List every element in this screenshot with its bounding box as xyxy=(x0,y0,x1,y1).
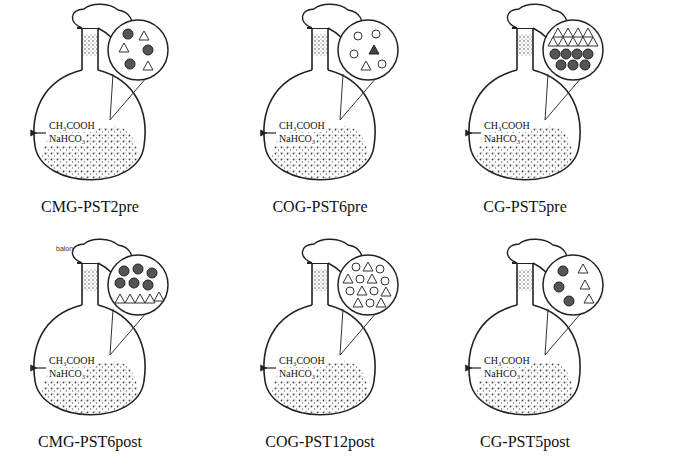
drawing-part xyxy=(145,294,155,303)
flask-panel xyxy=(469,4,603,180)
drawing-part xyxy=(550,49,560,59)
drawing-part xyxy=(125,59,135,69)
drawing-part xyxy=(588,37,598,46)
drawing-part xyxy=(119,266,129,276)
drawing-part xyxy=(366,299,374,307)
drawing-part xyxy=(264,239,398,415)
sample-caption: CMG-PST2pre xyxy=(10,198,170,216)
drawing-part xyxy=(381,277,389,285)
drawing-part xyxy=(584,294,594,303)
drawing-part xyxy=(147,268,157,278)
reagent-label: CH₃COOH xyxy=(278,120,326,132)
reagent-label: CH₃COOH xyxy=(483,355,531,367)
drawing-part xyxy=(125,294,135,303)
reagent-label: NaHCO₃ xyxy=(483,133,521,145)
drawing-part xyxy=(548,37,558,46)
flask-panel xyxy=(264,4,398,180)
reagent-label: NaHCO₃ xyxy=(278,133,316,145)
drawing-part xyxy=(350,30,386,70)
drawing-part xyxy=(133,264,143,274)
drawing-part xyxy=(554,264,594,306)
drawing-part xyxy=(469,4,603,180)
drawing-part xyxy=(556,60,566,70)
drawing-part xyxy=(563,28,573,37)
drawing-part xyxy=(376,298,386,307)
sample-caption: COG-PST6pre xyxy=(240,198,400,216)
drawing-part xyxy=(381,287,391,296)
drawing-part xyxy=(350,50,358,58)
drawing-part xyxy=(129,278,139,288)
drawing-part xyxy=(553,28,563,37)
reagent-label: CH₃COOH xyxy=(483,120,531,132)
drawing-part xyxy=(469,239,603,415)
drawing-part xyxy=(154,292,164,301)
drawing-part xyxy=(363,262,373,271)
sample-caption: COG-PST12post xyxy=(240,433,400,451)
drawing-part xyxy=(119,43,129,52)
reagent-label: CH₃COOH xyxy=(48,355,96,367)
drawing-part xyxy=(376,265,384,273)
drawing-part xyxy=(583,28,593,37)
drawing-part xyxy=(580,60,590,70)
drawing-part xyxy=(115,278,125,288)
drawing-part xyxy=(119,29,153,70)
drawing-part xyxy=(34,239,168,415)
drawing-part xyxy=(564,296,574,306)
drawing-part xyxy=(580,280,590,289)
drawing-part xyxy=(378,60,386,68)
drawing-part xyxy=(123,29,133,39)
drawing-part xyxy=(346,287,354,295)
drawing-part xyxy=(143,61,153,70)
drawing-part xyxy=(343,262,391,307)
drawing-part xyxy=(143,45,153,55)
reagent-label: NaHCO₃ xyxy=(483,368,521,380)
flask-panel xyxy=(264,239,398,415)
drawing-part xyxy=(34,4,168,180)
drawing-part xyxy=(554,282,564,292)
flask-panel xyxy=(469,239,603,415)
drawing-part xyxy=(356,275,364,283)
drawing-part xyxy=(354,32,362,40)
drawing-part xyxy=(572,49,582,59)
sample-caption: CG-PST5post xyxy=(445,433,605,451)
drawing-part xyxy=(369,45,379,54)
reagent-label: NaHCO₃ xyxy=(48,133,86,145)
drawing-part xyxy=(115,294,125,303)
drawing-part xyxy=(568,60,578,70)
reagent-label: CH₃COOH xyxy=(278,355,326,367)
reagent-label: CH₃COOH xyxy=(48,120,96,132)
drawing-part xyxy=(264,4,398,180)
drawing-part xyxy=(353,298,363,307)
drawing-part xyxy=(573,28,583,37)
sample-caption: CG-PST5pre xyxy=(445,198,605,216)
drawing-part xyxy=(558,37,568,46)
drawing-part xyxy=(583,49,593,59)
drawing-part xyxy=(357,286,367,295)
drawing-part xyxy=(548,28,598,70)
drawing-part xyxy=(135,294,145,303)
drawing-part xyxy=(343,274,353,283)
flask-panel xyxy=(34,239,168,415)
drawing-part xyxy=(115,264,164,303)
drawing-part xyxy=(568,37,578,46)
reagent-label: NaHCO₃ xyxy=(48,368,86,380)
drawing-part xyxy=(561,49,571,59)
drawing-part xyxy=(139,31,149,40)
balloon-label: balon xyxy=(56,245,73,253)
drawing-part xyxy=(367,274,377,283)
drawing-part xyxy=(143,280,153,290)
sample-caption: CMG-PST6post xyxy=(10,433,170,451)
drawing-part xyxy=(578,37,588,46)
drawing-part xyxy=(361,61,371,70)
flask-panel xyxy=(34,4,168,180)
drawing-part xyxy=(352,263,360,271)
reagent-label: NaHCO₃ xyxy=(278,368,316,380)
drawing-part xyxy=(372,30,380,38)
drawing-part xyxy=(370,287,378,295)
drawing-part xyxy=(578,264,588,273)
drawing-part xyxy=(558,266,568,276)
